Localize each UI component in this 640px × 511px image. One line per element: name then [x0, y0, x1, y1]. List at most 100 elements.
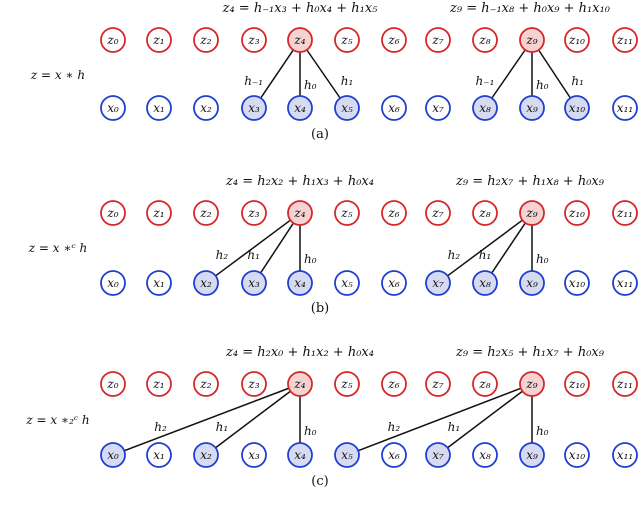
edge-line [537, 49, 572, 99]
edge-weight-label: h₁ [448, 420, 461, 434]
z-node [287, 200, 313, 226]
x-node [519, 95, 545, 121]
z-node [334, 27, 360, 53]
z-node [425, 27, 451, 53]
edge-weight-label: h₁ [571, 74, 584, 88]
z-node-label: z₇ [431, 377, 443, 391]
edge-line [260, 49, 294, 99]
edge-weight-label: h₀ [536, 78, 549, 92]
x-node-label: x₄ [294, 101, 306, 115]
x-node-label: x₁ [153, 448, 165, 462]
z-node [612, 200, 638, 226]
x-node-label: x₆ [388, 276, 400, 290]
z-node [146, 200, 172, 226]
x-node [241, 95, 267, 121]
z-node [287, 371, 313, 397]
x-node-label: x₄ [294, 276, 306, 290]
x-node-label: x₃ [248, 448, 260, 462]
z-node-label: z₁ [152, 33, 164, 47]
x-node-label: x₉ [526, 101, 538, 115]
z-node [564, 27, 590, 53]
z-node-label: z₇ [431, 33, 443, 47]
x-node [287, 95, 313, 121]
edge-weight-label: h₂ [216, 248, 229, 262]
x-node-label: x₂ [200, 276, 212, 290]
x-node [425, 442, 451, 468]
z-node-label: z₀ [106, 33, 118, 47]
operation-label: z = x ∗ h [30, 68, 85, 82]
x-node-label: x₁₁ [617, 276, 633, 290]
z-node [241, 200, 267, 226]
z-node [472, 27, 498, 53]
z-node-label: z₄ [293, 206, 305, 220]
z-node [564, 371, 590, 397]
equation: z₄ = h₂x₂ + h₁x₃ + h₀x₄ [225, 174, 374, 189]
z-node [287, 27, 313, 53]
z-node-label: z₁₁ [616, 377, 633, 391]
edge-line [215, 219, 291, 277]
x-node-label: x₂ [200, 448, 212, 462]
z-node-label: z₁₁ [616, 33, 633, 47]
z-node-label: z₂ [199, 206, 211, 220]
x-node [564, 95, 590, 121]
edge-weight-label: h₀ [536, 424, 549, 438]
operation-label: z = x ∗ᶜ h [28, 241, 88, 255]
x-node [100, 442, 126, 468]
z-node-label: z₃ [247, 206, 259, 220]
x-node [241, 270, 267, 296]
edge-weight-label: h₀ [304, 78, 317, 92]
z-node-label: z₁ [152, 206, 164, 220]
z-node [519, 371, 545, 397]
x-node-label: x₂ [200, 101, 212, 115]
x-node [519, 442, 545, 468]
x-node [612, 95, 638, 121]
edge-weight-label: h₁ [247, 248, 260, 262]
z-node-label: z₃ [247, 33, 259, 47]
x-node [472, 95, 498, 121]
z-node [146, 371, 172, 397]
edge-weight-label: h₋₁ [244, 74, 263, 88]
x-node [612, 442, 638, 468]
z-node [334, 371, 360, 397]
x-node-label: x₈ [479, 101, 491, 115]
equation: z₉ = h₂x₅ + h₁x₇ + h₀x₉ [455, 345, 605, 360]
edge-weight-label: h₂ [448, 248, 461, 262]
equation: z₉ = h₂x₇ + h₁x₈ + h₀x₉ [455, 174, 605, 189]
x-node [193, 442, 219, 468]
x-node-label: x₇ [432, 101, 444, 115]
edge-weight-label: h₂ [388, 420, 401, 434]
x-node [146, 95, 172, 121]
x-node-label: x₅ [341, 101, 353, 115]
z-node [564, 200, 590, 226]
x-node [287, 270, 313, 296]
x-node-label: x₉ [526, 448, 538, 462]
x-node [193, 270, 219, 296]
edge-weight-label: h₀ [536, 252, 549, 266]
z-node [381, 200, 407, 226]
z-node [146, 27, 172, 53]
z-node-label: z₁₁ [616, 206, 633, 220]
x-node [425, 270, 451, 296]
x-node-label: x₉ [526, 276, 538, 290]
x-node-label: x₁₀ [569, 448, 586, 462]
z-node [472, 371, 498, 397]
x-node [287, 442, 313, 468]
edge-weight-label: h₀ [304, 424, 317, 438]
x-node [425, 95, 451, 121]
z-node-label: z₁₀ [568, 33, 585, 47]
z-node-label: z₁₀ [568, 377, 585, 391]
x-node [334, 270, 360, 296]
edge-weight-label: h₁ [479, 248, 492, 262]
x-node [381, 442, 407, 468]
x-node-label: x₆ [388, 448, 400, 462]
x-node-label: x₅ [341, 448, 353, 462]
edge-line [491, 222, 526, 274]
x-node [564, 270, 590, 296]
z-node [193, 27, 219, 53]
edge-weight-label: h₂ [154, 420, 167, 434]
x-node-label: x₁₀ [569, 276, 586, 290]
edge-line [215, 390, 291, 449]
